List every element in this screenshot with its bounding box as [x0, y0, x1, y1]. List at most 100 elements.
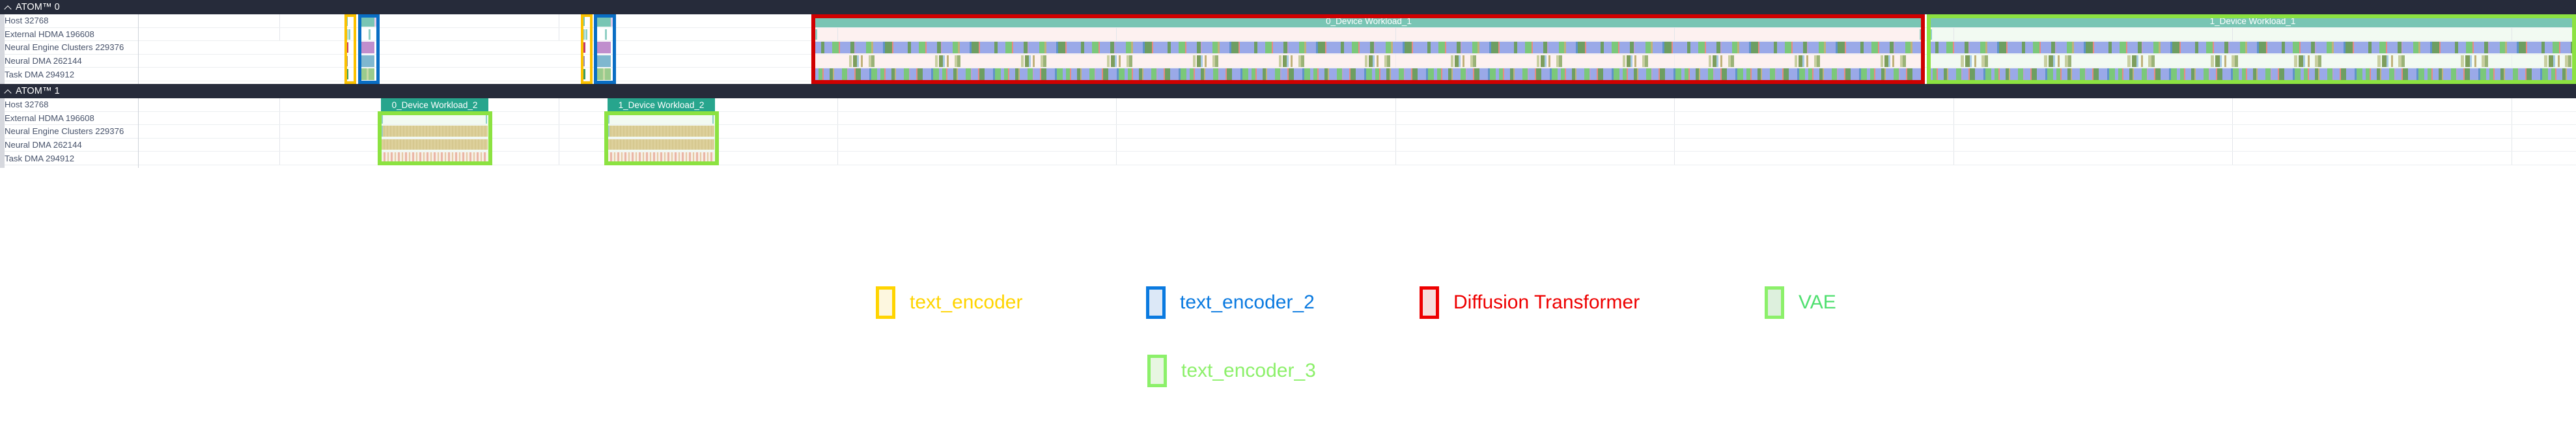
legend-label-vae: VAE: [1799, 292, 1836, 313]
activity-bar: [346, 42, 348, 53]
activity-bar: [374, 15, 378, 27]
activity-bar: [382, 126, 383, 137]
track-row-ndma-1[interactable]: [139, 138, 2576, 152]
legend-item-text-encoder-2[interactable]: text_encoder_2: [1146, 286, 1315, 319]
legend-label-text-encoder: text_encoder: [910, 292, 1023, 313]
row-label-tdma-1[interactable]: Task DMA 294912: [0, 152, 139, 165]
track-row-hdma-0[interactable]: [139, 27, 2576, 42]
legend-label-diffusion-transformer: Diffusion Transformer: [1453, 292, 1640, 313]
row-label-text: Neural DMA 262144: [5, 56, 82, 66]
activity-bar: [596, 55, 611, 67]
row-label-text: External HDMA 196608: [5, 29, 94, 39]
track-row-nec-1[interactable]: [139, 125, 2576, 139]
row-label-text: Neural Engine Clusters 229376: [5, 126, 124, 137]
legend-item-diffusion-transformer[interactable]: Diffusion Transformer: [1420, 286, 1640, 319]
region-vae: [1927, 27, 2576, 41]
row-label-text: Host 32768: [5, 16, 49, 26]
activity-bar: [360, 55, 374, 67]
track-row-nec-0[interactable]: [139, 41, 2576, 55]
activity-bar-dense: [815, 42, 1922, 54]
legend-item-text-encoder-3[interactable]: text_encoder_3: [1147, 355, 1316, 387]
activity-bar: [603, 68, 605, 81]
activity-bar: [608, 126, 609, 137]
activity-bar: [585, 29, 587, 40]
row-gutter-atom0: [0, 14, 5, 84]
workload-band-0-device-workload-2[interactable]: 0_Device Workload_2: [381, 98, 488, 111]
activity-bar-dense: [608, 139, 714, 150]
group-header-label: ATOM™ 1: [16, 85, 60, 96]
track-row-tdma-1[interactable]: [139, 152, 2576, 165]
activity-bar-sparse: [815, 55, 1922, 67]
activity-bar: [360, 15, 374, 27]
legend-item-text-encoder[interactable]: text_encoder: [876, 286, 1022, 319]
row-label-nec-0[interactable]: Neural Engine Clusters 229376: [0, 41, 139, 55]
activity-bar: [815, 29, 817, 40]
legend-item-vae[interactable]: VAE: [1765, 286, 1836, 319]
row-label-host-1[interactable]: Host 32768: [0, 98, 139, 112]
activity-bar-dense: [382, 126, 488, 137]
track-row-ndma-0[interactable]: [139, 54, 2576, 68]
activity-bar-dense: [1929, 42, 2576, 54]
workload-band-label: 1_Device Workload_2: [618, 100, 705, 110]
row-label-ndma-1[interactable]: Neural DMA 262144: [0, 138, 139, 152]
workload-band-1-device-workload-2[interactable]: 1_Device Workload_2: [608, 98, 715, 111]
row-label-nec-1[interactable]: Neural Engine Clusters 229376: [0, 125, 139, 139]
workload-band-label: 0_Device Workload_1: [1326, 16, 1412, 26]
activity-bar-dense: [608, 126, 714, 137]
activity-bar: [348, 29, 350, 40]
row-label-text: Neural DMA 262144: [5, 140, 82, 150]
row-label-text: Neural Engine Clusters 229376: [5, 42, 124, 53]
activity-bar: [605, 29, 607, 40]
row-gutter-atom1: [0, 98, 5, 168]
legend-swatch-diffusion-transformer: [1420, 286, 1439, 319]
row-label-host-0[interactable]: Host 32768: [0, 14, 139, 28]
group-header-atom0[interactable]: ATOM™ 0: [0, 0, 2576, 14]
activity-bar: [346, 69, 348, 80]
activity-bar-dense: [382, 139, 488, 150]
activity-bar: [608, 113, 609, 124]
row-label-hdma-1[interactable]: External HDMA 196608: [0, 111, 139, 126]
activity-bar: [367, 68, 369, 81]
activity-bar: [583, 29, 585, 40]
activity-bar: [611, 15, 614, 27]
row-label-text: Host 32768: [5, 100, 49, 110]
legend-swatch-vae: [1765, 286, 1784, 319]
activity-bar-sparse: [1929, 55, 2576, 67]
track-row-host-1[interactable]: 0_Device Workload_2 1_Device Workload_2: [139, 98, 2576, 112]
legend-label-text-encoder-2: text_encoder_2: [1180, 292, 1315, 313]
row-label-tdma-0[interactable]: Task DMA 294912: [0, 68, 139, 81]
region-diffusion-transformer: [811, 27, 1925, 41]
activity-bar: [712, 113, 714, 124]
activity-bar-dense: [815, 68, 1922, 81]
row-label-text: Task DMA 294912: [5, 153, 75, 163]
row-label-hdma-0[interactable]: External HDMA 196608: [0, 27, 139, 42]
activity-bar: [596, 15, 611, 27]
activity-bar: [382, 113, 383, 124]
activity-bar: [1930, 29, 1932, 40]
activity-bar: [583, 55, 585, 66]
activity-bar: [1920, 29, 1922, 40]
group-header-label: ATOM™ 0: [16, 1, 60, 12]
track-row-tdma-0[interactable]: [139, 68, 2576, 81]
legend-swatch-text-encoder: [876, 286, 895, 319]
row-label-text: External HDMA 196608: [5, 113, 94, 123]
legend-swatch-text-encoder-3: [1147, 355, 1167, 387]
activity-bar: [583, 42, 585, 53]
activity-bar-dense: [1929, 68, 2576, 81]
activity-bar: [486, 113, 487, 124]
activity-bar-dense: [382, 152, 488, 164]
label-column-divider-atom1: [138, 98, 139, 168]
workload-band-label: 1_Device Workload_1: [2209, 16, 2296, 26]
activity-bar: [360, 42, 374, 54]
legend-canvas: [0, 165, 2576, 423]
legend-swatch-text-encoder-2: [1146, 286, 1166, 319]
activity-bar: [596, 42, 611, 54]
activity-bar: [369, 29, 371, 40]
legend-label-text-encoder-3: text_encoder_3: [1181, 360, 1316, 381]
row-label-ndma-0[interactable]: Neural DMA 262144: [0, 54, 139, 68]
group-header-atom1[interactable]: ATOM™ 1: [0, 84, 2576, 98]
activity-bar-dense: [608, 152, 714, 164]
activity-bar: [583, 69, 585, 80]
